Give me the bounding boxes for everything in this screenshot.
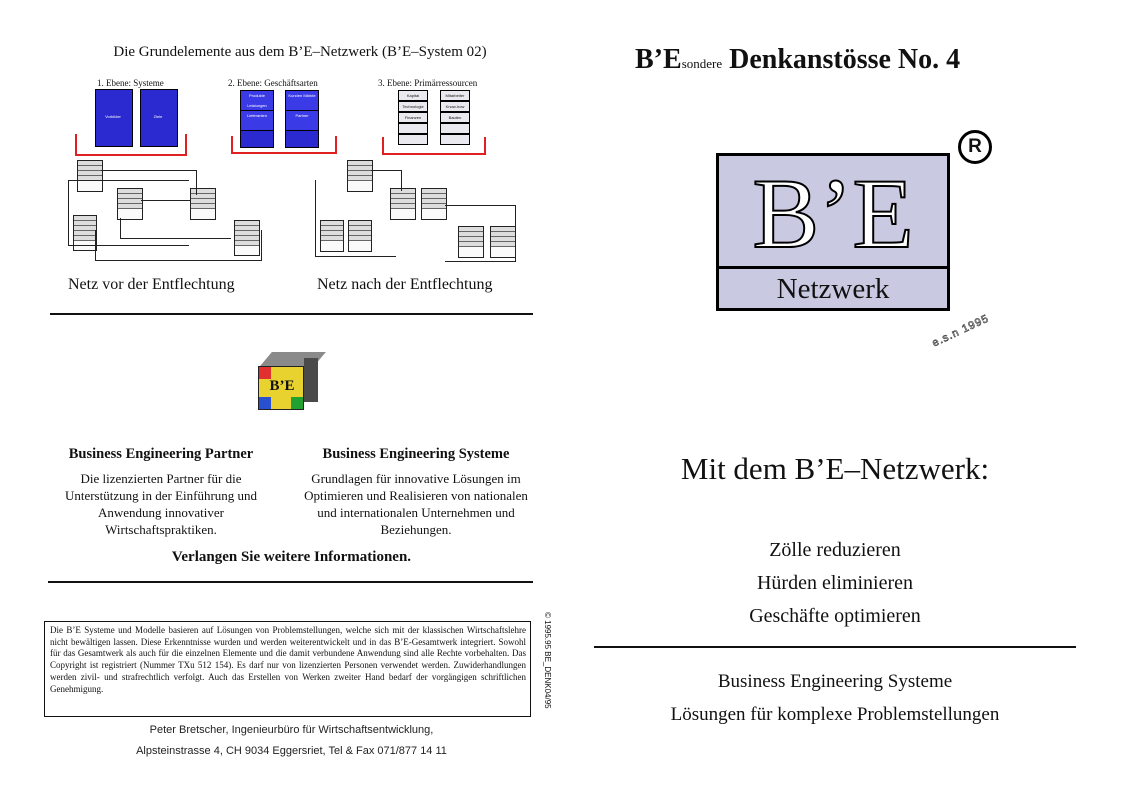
ebene-1-cell: Vorbilder [105, 114, 121, 119]
ebene-3-cell: Technologie [398, 101, 428, 112]
cube-label: B’E [269, 378, 295, 394]
cta-text: Verlangen Sie weitere Informationen. [171, 549, 412, 565]
ebene-3-cell: Bauten [440, 112, 470, 123]
bullet-2: Hürden eliminieren [756, 572, 914, 594]
title-sondere: sondere [681, 56, 723, 71]
title-be: B’E [635, 44, 682, 75]
ebene-1-cell: Ziele [153, 114, 163, 119]
divider-middle [48, 581, 533, 583]
be-cube-logo: B’E [258, 352, 326, 412]
footer-line-2: Lösungen für komplexe Problemstellungen [670, 704, 1000, 725]
be-netzwerk-logo: B’E Netzwerk [716, 153, 950, 311]
diagram-title: Die Grundelemente aus dem B’E–Netzwerk (… [113, 44, 487, 60]
stamp-text: e.s.n 1995 [930, 312, 992, 350]
ebene-3-cell: Kapital [398, 90, 428, 101]
ebene-2-cell: Kunden Märkte [285, 90, 319, 112]
footer-line-1: Business Engineering Systeme [717, 671, 953, 692]
logo-word: Netzwerk [776, 273, 890, 305]
ebene-3-cell: Mitarbeiter [440, 90, 470, 101]
logo-letters: B’E [751, 158, 914, 269]
ebene-3-cell: Know-how [440, 101, 470, 112]
systeme-text: Grundlagen für innovative Lösungen im Op… [304, 471, 528, 537]
address-line-2: Alpsteinstrasse 4, CH 9034 Eggersriet, T… [136, 745, 447, 757]
address-line-1: Peter Bretscher, Ingenieurbüro für Wirts… [149, 724, 434, 736]
divider-top [50, 313, 533, 315]
caption-after: Netz nach der Entflechtung [317, 276, 493, 293]
partner-text: Die lizenzierten Partner für die Unterst… [64, 471, 258, 537]
ebene-2-cell: Produkte Leistungen [240, 90, 274, 112]
legal-box: Die B’E Systeme und Modelle basieren auf… [44, 621, 531, 717]
title-rest: Denkanstösse No. 4 [729, 44, 961, 75]
legal-text: Die B’E Systeme und Modelle basieren auf… [50, 625, 526, 694]
page-title: B’Esondere Denkanstösse No. 4 [635, 44, 1075, 76]
ebene-3-cell: Finanzen [398, 112, 428, 123]
caption-before: Netz vor der Entflechtung [68, 276, 235, 293]
partner-heading: Business Engineering Partner [68, 446, 254, 462]
ebene-3-label: 3. Ebene: Primärressourcen [378, 78, 478, 88]
registered-icon: R [958, 130, 992, 164]
systeme-heading: Business Engineering Systeme [322, 446, 510, 462]
bullet-3: Geschäfte optimieren [749, 605, 921, 627]
ebene-2-label: 2. Ebene: Geschäftsarten [228, 78, 318, 88]
ebene-1-label: 1. Ebene: Systeme [97, 78, 164, 88]
vertical-code: © 1995.95 BE_DENK04/95 [543, 612, 552, 709]
ebene-2-cell: Partner [285, 110, 319, 132]
bullet-1: Zölle reduzieren [769, 539, 901, 561]
ebene-2-cell: Lieferanten [240, 110, 274, 132]
divider-right [594, 646, 1076, 648]
headline: Mit dem B’E–Netzwerk: [680, 451, 990, 486]
